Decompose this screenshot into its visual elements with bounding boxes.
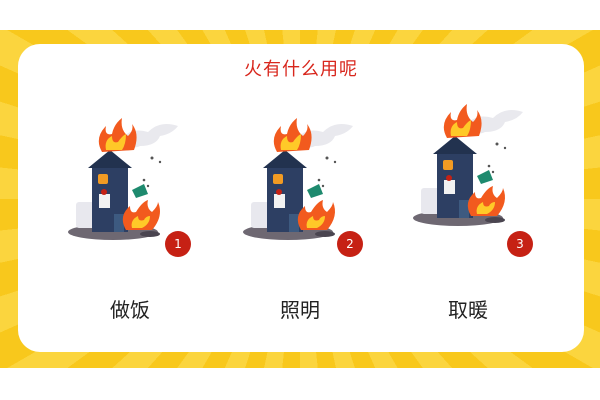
item-label: 照明 [280, 298, 320, 322]
item-label: 取暖 [448, 298, 488, 322]
step-number-badge: 3 [507, 231, 533, 257]
step-number-badge: 2 [337, 231, 363, 257]
item-label: 做饭 [110, 298, 150, 322]
page-title: 火有什么用呢 [244, 59, 358, 80]
step-number-badge: 1 [165, 231, 191, 257]
burning-house-icon [393, 100, 543, 230]
content-card: 火有什么用呢 1 做饭 [18, 44, 584, 352]
burning-house-icon [48, 114, 198, 244]
burning-house-icon [223, 114, 373, 244]
